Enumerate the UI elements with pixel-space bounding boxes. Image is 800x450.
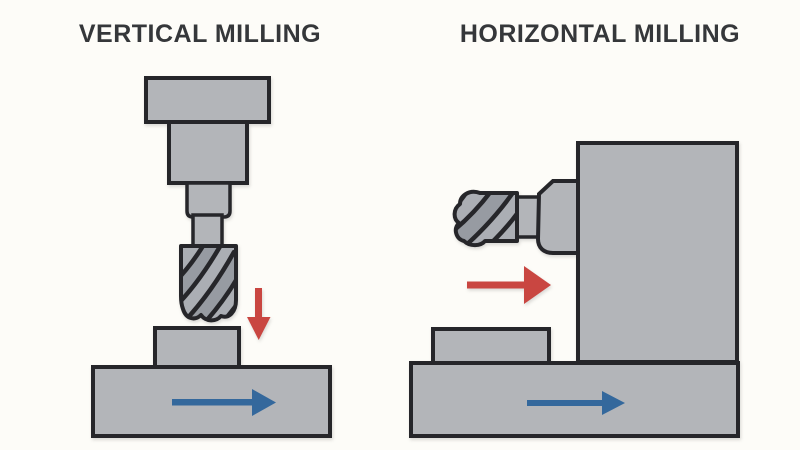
cutter-plunge-arrow-icon	[247, 288, 271, 340]
spindle-housing	[167, 120, 249, 185]
horizontal-milling-title: HORIZONTAL MILLING	[459, 20, 741, 48]
table-feed-arrow-icon	[527, 391, 625, 415]
workpiece	[153, 326, 241, 369]
vertical-milling-title: VERTICAL MILLING	[78, 20, 322, 48]
machine-table	[409, 361, 740, 438]
end-mill-cutter	[452, 189, 519, 248]
machine-table	[91, 365, 332, 438]
spindle-head	[144, 76, 271, 124]
end-mill-cutter	[179, 244, 238, 323]
horizontal-milling-panel: HORIZONTAL MILLING	[400, 0, 800, 450]
workpiece	[431, 327, 551, 365]
cutter-feed-arrow-icon	[467, 266, 551, 304]
vertical-milling-panel: VERTICAL MILLING	[78, 20, 332, 438]
machine-column	[576, 141, 739, 364]
quill	[185, 181, 232, 219]
vertical-milling-illustration	[91, 76, 332, 438]
table-feed-arrow-icon	[172, 389, 276, 416]
arbor-collar	[535, 179, 580, 255]
horizontal-milling-illustration	[409, 141, 740, 438]
